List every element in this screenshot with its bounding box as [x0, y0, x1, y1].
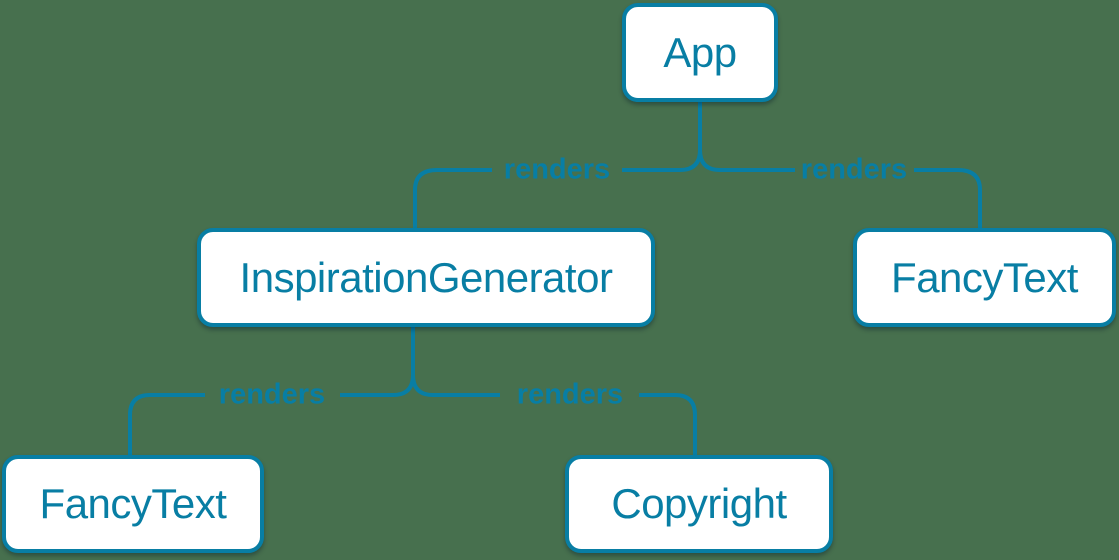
edge-label-app-inspirationgenerator: renders	[503, 153, 611, 186]
edge-label-inspirationgenerator-fancytext: renders	[218, 378, 326, 411]
edge-app-inspirationgenerator-segment-right	[622, 102, 702, 172]
edge-label-app-fancytext: renders	[800, 153, 908, 186]
node-app-label: App	[663, 28, 737, 76]
edge-app-inspirationgenerator-segment-left	[413, 168, 492, 228]
node-fancytext-bottom-label: FancyText	[39, 480, 227, 527]
edge-inspirationgenerator-copyright-segment-right	[639, 393, 697, 455]
node-fancytext-top-label: FancyText	[891, 253, 1078, 301]
edge-app-fancytext-segment-left	[698, 102, 795, 172]
edge-inspirationgenerator-fancytext-segment-left	[128, 393, 205, 455]
node-copyright-label: Copyright	[611, 480, 787, 527]
node-inspiration-generator: InspirationGenerator	[197, 228, 655, 327]
node-app: App	[622, 3, 778, 102]
edge-app-fancytext-segment-right	[914, 168, 982, 228]
edge-inspirationgenerator-copyright-segment-left	[411, 327, 500, 397]
node-fancytext-top: FancyText	[853, 228, 1116, 327]
edge-label-inspirationgenerator-copyright: renders	[516, 378, 624, 411]
node-copyright: Copyright	[565, 455, 833, 553]
node-fancytext-bottom: FancyText	[2, 455, 264, 553]
node-inspiration-generator-label: InspirationGenerator	[239, 253, 613, 301]
edge-inspirationgenerator-fancytext-segment-right	[340, 327, 415, 397]
